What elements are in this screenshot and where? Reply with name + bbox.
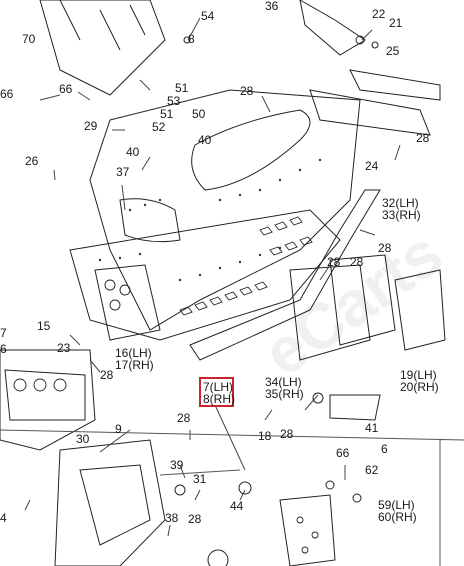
leader-lines [24,17,401,537]
front-frame [54,439,166,566]
explode-guides [0,429,464,566]
bolt-39 [174,484,186,496]
callout-39: 39 [170,458,184,472]
callout-24: 24 [365,159,379,173]
callout-18: 18 [258,429,272,443]
front-frame-inner [79,464,151,546]
callout-21: 21 [389,16,403,30]
callout-23: 23 [57,341,71,355]
callout-26: 26 [25,154,39,168]
callout-59-60-rh: 60(RH) [378,510,417,524]
callout-22: 22 [372,7,386,21]
callout-28d: 28 [327,255,341,269]
callout-16-17-lh: 16(LH) [115,346,152,360]
callout-66a: 66 [0,87,14,101]
callout-15: 15 [37,319,51,333]
callout-70: 70 [22,32,36,46]
callout-54: 54 [201,9,215,23]
top-cross-bracket [299,0,366,56]
rivet-dots [98,158,322,282]
callout-62: 62 [365,463,379,477]
callout-34-35-rh: 35(RH) [265,387,304,401]
bar-41 [329,394,381,421]
lower-right-plate [279,494,336,566]
callout-19-20-rh: 20(RH) [400,380,439,394]
plate-mid [329,254,396,346]
callout-32-33-lh: 32(LH) [382,196,419,210]
callout-30: 30 [76,432,90,446]
washer-bottom [207,549,229,566]
callout-50: 50 [192,107,206,121]
washer-18 [312,392,324,404]
callout-28f: 28 [100,368,114,382]
callout-51b: 51 [160,107,174,121]
callout-52: 52 [152,120,166,134]
highlight-box [199,377,234,407]
callout-44: 44 [230,499,244,513]
plate-34 [289,264,371,361]
callout-59-60-lh: 59(LH) [378,498,415,512]
callout-31: 31 [193,472,207,486]
callout-8-top: 8 [188,32,195,46]
callout-4: 4 [0,511,7,525]
callout-36: 36 [265,0,279,13]
top-frame-rail [39,0,166,96]
left-panel-15 [0,349,96,451]
bolt-62 [352,493,362,503]
bolt-22 [355,35,365,45]
tunnel-window [119,198,181,243]
callout-34-35-lh: 34(LH) [265,375,302,389]
callout-53: 53 [167,94,181,108]
callout-25: 25 [386,44,400,58]
callout-28c: 28 [378,241,392,255]
callout-7-8-lh: 7(LH) [203,380,234,394]
callout-28b: 28 [416,131,430,145]
callout-28a: 28 [240,84,254,98]
callout-7-left: 7 [0,326,7,340]
left-panel-inner [4,369,86,421]
callout-28h: 28 [280,427,294,441]
callout-28g: 28 [177,411,191,425]
bracket-25 [349,69,441,101]
callout-66c: 66 [336,446,350,460]
bolt-66c [325,480,335,490]
callout-37: 37 [116,165,130,179]
bracket-upper [309,89,431,136]
plate-19 [394,269,446,351]
callout-40b: 40 [126,145,140,159]
callout-6: 6 [381,442,388,456]
callout-19-20-lh: 19(LH) [400,368,437,382]
callout-38: 38 [165,511,179,525]
callout-28e: 28 [350,255,364,269]
side-plate-16 [94,264,161,341]
callout-66b: 66 [59,82,73,96]
washer-44 [238,481,252,495]
running-board [189,189,381,361]
floor-panel [69,209,341,341]
callout-41: 41 [365,421,379,435]
tunnel-opening [191,109,311,191]
callout-32-33-rh: 33(RH) [382,208,421,222]
callout-7-8-rh: 8(RH) [203,392,235,406]
top-frame-ribs [59,0,146,51]
bolt-21 [371,41,379,49]
main-tunnel [89,89,361,331]
callout-29: 29 [84,119,98,133]
callout-9: 9 [115,422,122,436]
callout-16-17-rh: 17(RH) [115,358,154,372]
callout-6-left: 6 [0,342,7,356]
callout-28-bottom: 28 [188,512,202,526]
callout-51a: 51 [175,81,189,95]
cutout-holes [13,216,319,554]
callout-40a: 40 [198,133,212,147]
bolt-8top [183,36,191,44]
